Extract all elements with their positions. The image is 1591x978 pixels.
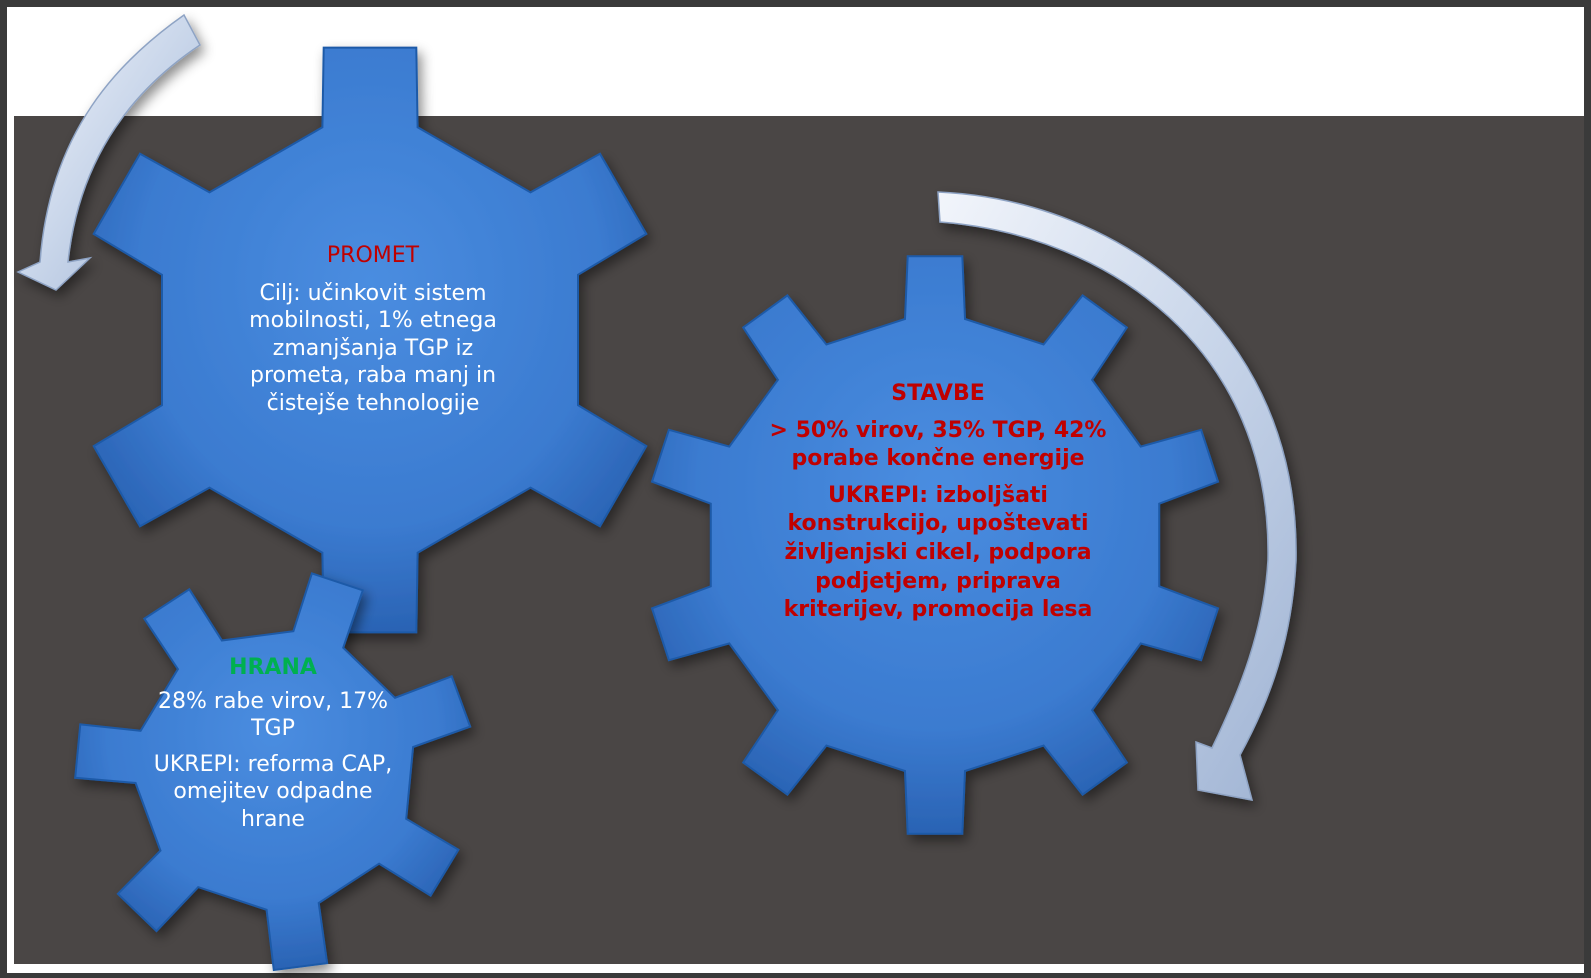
hrana-label-group: HRANA 28% rabe virov, 17% TGP UKREPI: re… (150, 654, 396, 833)
gear-stavbe (650, 255, 1220, 835)
gear-promet (92, 46, 648, 634)
gear-stavbe-shape (650, 255, 1220, 835)
promet-label-group: PROMET Cilj: učinkovit sistem mobilnosti… (222, 242, 524, 417)
stavbe-stats: > 50% virov, 35% TGP, 42% porabe končne … (769, 417, 1107, 472)
promet-title: PROMET (326, 243, 420, 268)
curved-arrow-right-icon (937, 191, 1297, 801)
hrana-measures: UKREPI: reforma CAP, omejitev odpadne hr… (153, 751, 393, 832)
stavbe-measures: UKREPI: izboljšati konstrukcijo, upoštev… (783, 482, 1093, 623)
stavbe-title: STAVBE (891, 381, 985, 406)
hrana-stats: 28% rabe virov, 17% TGP (158, 688, 388, 742)
gear-promet-shape (92, 46, 648, 634)
gear-hrana-shape (74, 572, 472, 972)
curved-arrow-left-icon (16, 13, 201, 291)
promet-body: Cilj: učinkovit sistem mobilnosti, 1% et… (249, 280, 497, 416)
hrana-title: HRANA (229, 655, 317, 680)
stavbe-label-group: STAVBE > 50% virov, 35% TGP, 42% porabe … (764, 380, 1112, 625)
gear-hrana (74, 572, 472, 972)
